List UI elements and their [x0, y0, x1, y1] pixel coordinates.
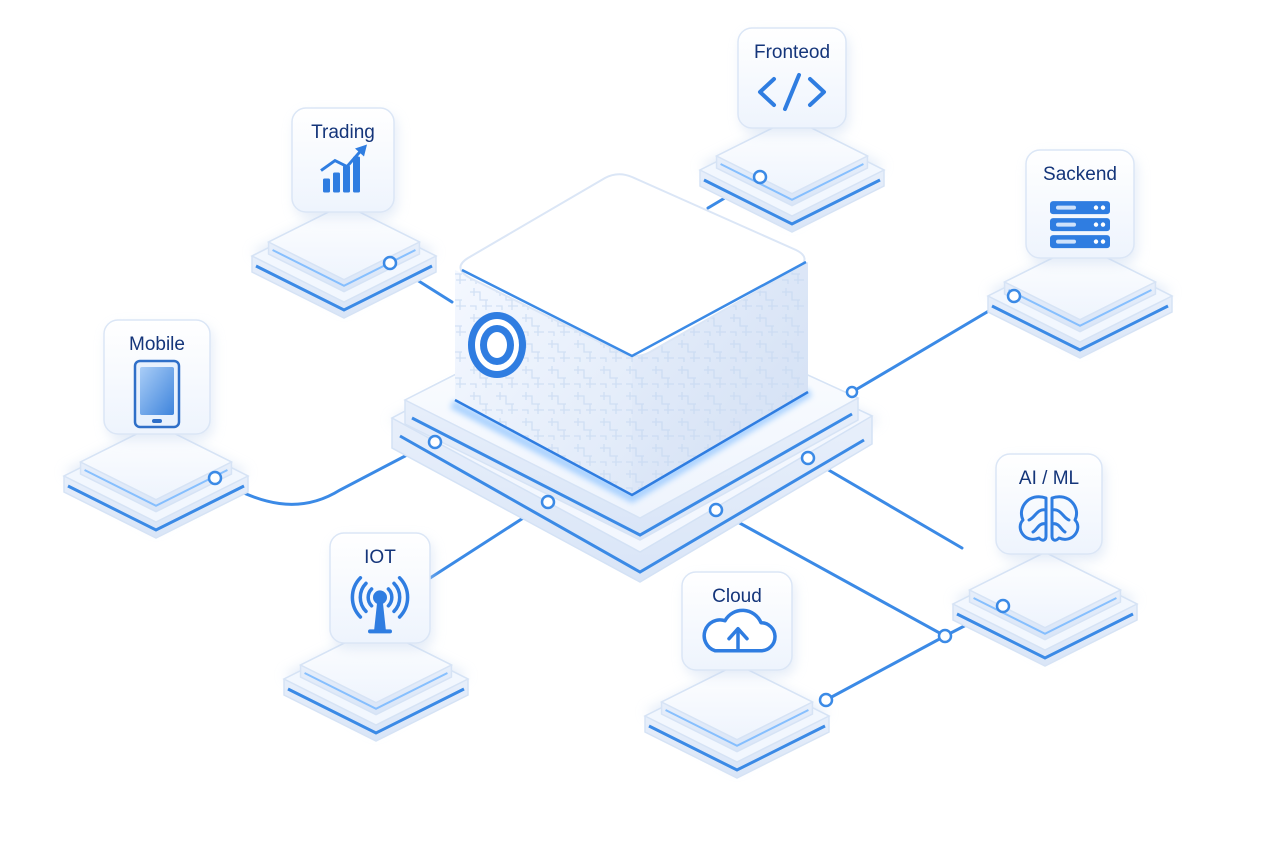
- hub-base-upper-ring: [411, 412, 853, 537]
- dot-aiml: [995, 598, 1011, 614]
- node-cloud: Cloud: [643, 571, 831, 779]
- link-backend: [850, 294, 1016, 394]
- brain-icon: [1018, 495, 1080, 542]
- dot-mobile-hub: [427, 434, 443, 450]
- dot-mobile: [207, 470, 223, 486]
- node-card: [995, 453, 1103, 555]
- node-card: [737, 27, 847, 129]
- node-label: Sackend: [1043, 164, 1117, 185]
- node-label: Trading: [311, 122, 375, 143]
- dot-cloud: [818, 692, 834, 708]
- node-label: Cloud: [712, 586, 762, 607]
- cloud-upload-icon: [702, 608, 777, 653]
- dot-aiml-hub: [800, 450, 816, 466]
- central-hub: [390, 173, 880, 583]
- node-trading: Trading: [250, 107, 438, 319]
- node-label: IOT: [364, 547, 396, 568]
- node-aiml: AI / ML: [951, 453, 1139, 667]
- antenna-signal-icon: [350, 576, 410, 634]
- cube-bottom-ring: [454, 390, 809, 497]
- cube-glow: [449, 388, 813, 504]
- smartphone-icon: [133, 359, 181, 429]
- link-aiml: [806, 456, 964, 550]
- dot-backend-hub: [845, 385, 859, 399]
- node-frontend: Fronteod: [698, 27, 886, 233]
- dot-iot-hub: [540, 494, 556, 510]
- dot-backend: [1006, 288, 1022, 304]
- connection-dots: [207, 169, 1022, 708]
- trending-chart-icon: [320, 144, 367, 193]
- server-stack-icon: [1050, 201, 1110, 249]
- node-label: Fronteod: [754, 42, 830, 63]
- node-card: [329, 532, 431, 644]
- dot-frontend: [752, 169, 768, 185]
- node-mobile: Mobile: [62, 319, 250, 539]
- node-card: [291, 107, 395, 213]
- hub-base-lower-ring: [399, 434, 865, 574]
- code-brackets-icon: [758, 73, 826, 111]
- node-label: Mobile: [129, 334, 185, 355]
- dot-junction: [937, 628, 953, 644]
- dot-cloud-hub: [708, 502, 724, 518]
- link-cloud-lower: [824, 634, 947, 702]
- node-iot: IOT: [282, 532, 470, 742]
- ring-emblem-icon: [468, 312, 526, 378]
- node-label: AI / ML: [1019, 468, 1079, 489]
- node-backend: Sackend: [986, 149, 1174, 359]
- cube-top-ring: [461, 260, 807, 358]
- dot-trading: [382, 255, 398, 271]
